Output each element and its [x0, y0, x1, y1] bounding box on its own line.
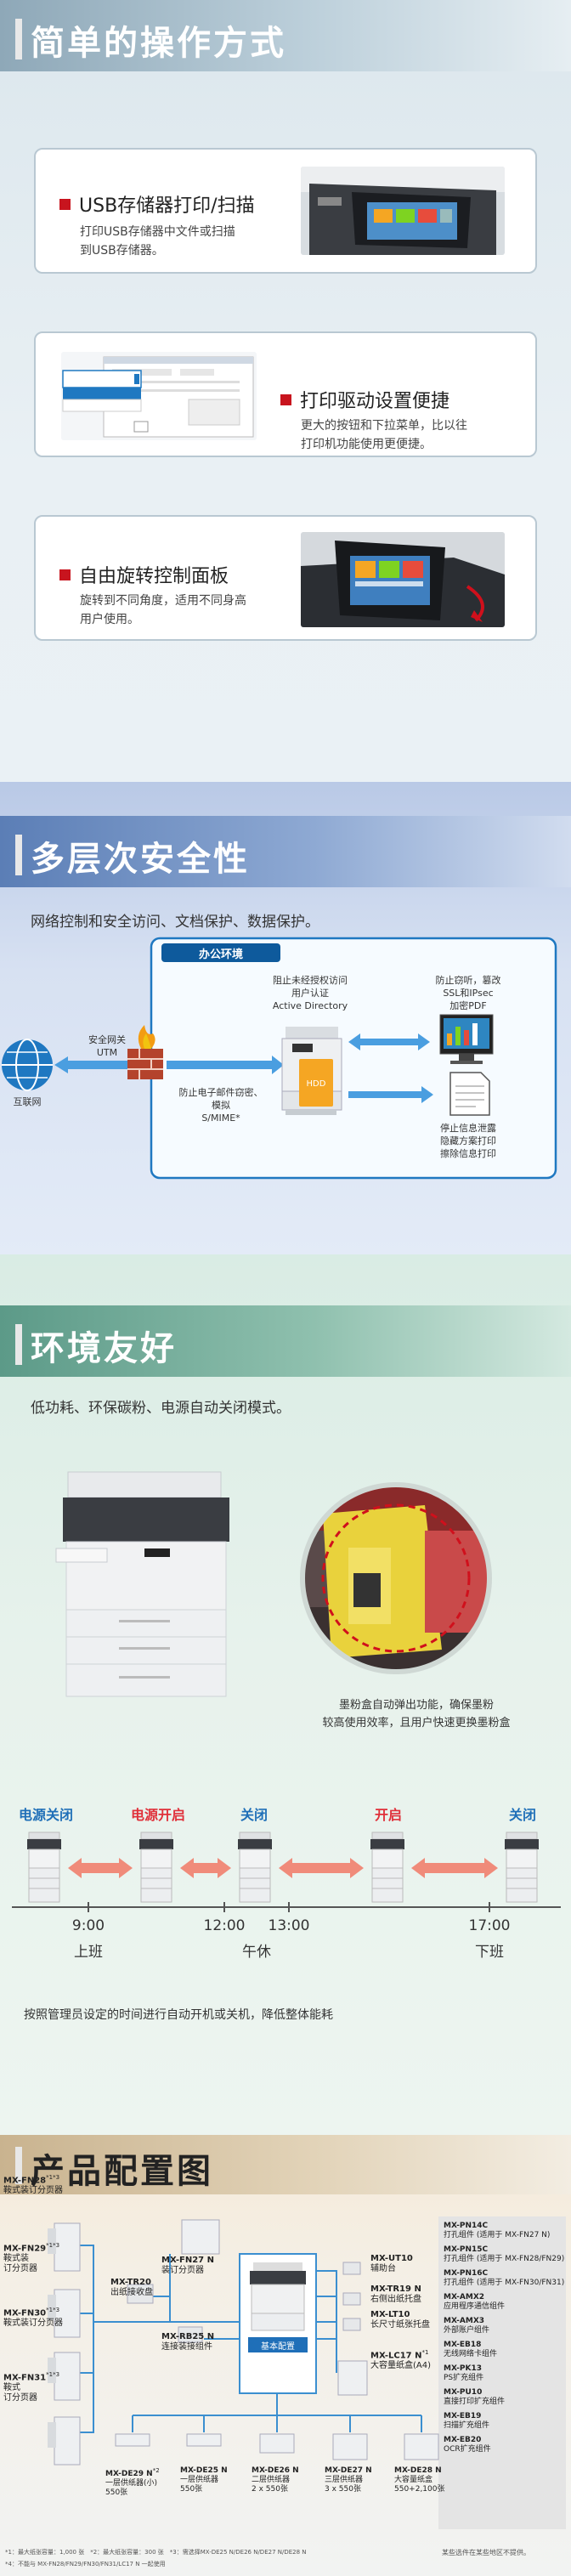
section-subtitle: 网络控制和安全访问、文档保护、数据保护。	[31, 914, 319, 931]
leak-prevention-text: 停止信息泄露隐藏方案打印擦除信息打印	[440, 1123, 496, 1159]
section-title: 多层次安全性	[31, 840, 250, 879]
security-diagram	[2, 937, 557, 1180]
mfp-photo	[55, 1471, 229, 1697]
section-title-band: 多层次安全性	[0, 816, 571, 887]
base-config-label: 基本配置	[261, 2342, 295, 2352]
feature-desc: 旋转到不同角度，适用不同身高用户使用。	[80, 594, 246, 626]
feature-card-panel: 自由旋转控制面板 旋转到不同角度，适用不同身高用户使用。	[34, 515, 537, 641]
time-tick-1: 9:00	[71, 1917, 105, 1934]
timeline-label-4: 开启	[374, 1807, 402, 1823]
section-title-band: 简单的操作方式	[0, 0, 571, 71]
section-security: 多层次安全性 网络控制和安全访问、文档保护、数据保护。	[0, 782, 571, 1254]
section-title-band: 产品配置图	[0, 2135, 571, 2194]
footnote-2: *4：不能与 MX-FN28/FN29/FN30/FN31/LC17 N 一起使…	[5, 2561, 166, 2568]
section-title-band: 环境友好	[0, 1305, 571, 1377]
power-timeline	[12, 1832, 561, 1912]
toner-cartridge-photo	[300, 1482, 492, 1674]
availability-note: 某些选件在某些地区不提供。	[442, 2549, 530, 2556]
toner-description: 墨粉盒自动弹出功能，确保墨粉较高使用效率，且用户快速更换墨粉盒	[322, 1699, 511, 1730]
title-accent-bar	[15, 19, 22, 59]
feature-title: 自由旋转控制面板	[59, 561, 229, 588]
section-title: 环境友好	[31, 1329, 177, 1368]
time-tick-4: 17:00	[468, 1917, 511, 1934]
feature-title: USB存储器打印/扫描	[59, 190, 255, 218]
feature-title: 打印驱动设置便捷	[280, 386, 449, 413]
period-label-3: 下班	[475, 1944, 504, 1961]
section-product-config: 产品配置图	[0, 2135, 571, 2576]
section-subtitle: 低功耗、环保碳粉、电源自动关闭模式。	[31, 1400, 291, 1417]
section-title: 产品配置图	[31, 2152, 213, 2191]
driver-window-screenshot	[61, 352, 257, 440]
timeline-label-2: 电源开启	[130, 1807, 185, 1823]
section-easy-operation: 简单的操作方式 USB存储器打印/扫描 打印USB存储器中文件或扫描到USB存储…	[0, 0, 571, 782]
internet-label: 互联网	[13, 1096, 42, 1107]
timeline-note: 按照管理员设定的时间进行自动开机或关机，降低整体能耗	[24, 2008, 333, 2022]
feature-card-driver: 打印驱动设置便捷 更大的按钮和下拉菜单，比以往打印机功能使用更便捷。	[34, 331, 537, 457]
title-accent-bar	[15, 1324, 22, 1365]
timeline-label-5: 关闭	[508, 1807, 536, 1823]
rotating-panel-photo	[301, 532, 505, 627]
configuration-diagram	[48, 2216, 566, 2529]
period-label-1: 上班	[74, 1944, 103, 1961]
timeline-label-3: 关闭	[240, 1807, 268, 1823]
timeline-label-1: 电源关闭	[18, 1807, 73, 1823]
office-label: 办公环境	[198, 948, 243, 961]
feature-desc: 更大的按钮和下拉菜单，比以往打印机功能使用更便捷。	[301, 419, 467, 451]
feature-desc: 打印USB存储器中文件或扫描到USB存储器。	[80, 225, 235, 258]
time-tick-2: 12:00	[203, 1917, 246, 1934]
hdd-label: HDD	[306, 1079, 326, 1089]
period-label-2: 午休	[242, 1944, 271, 1961]
time-tick-3: 13:00	[268, 1917, 310, 1934]
usb-panel-photo	[301, 167, 505, 255]
footnote-1: *1：最大纸张容量：1,000 张 *2：最大纸张容量：300 张 *3：需选择…	[5, 2549, 307, 2556]
title-accent-bar	[15, 835, 22, 875]
section-eco: 环境友好 低功耗、环保碳粉、电源自动关闭模式。 墨粉盒自动弹出功能，确保墨粉	[0, 1254, 571, 2135]
feature-card-usb: USB存储器打印/扫描 打印USB存储器中文件或扫描到USB存储器。	[34, 148, 537, 274]
title-accent-bar	[15, 2147, 22, 2184]
section-title: 简单的操作方式	[31, 24, 286, 63]
